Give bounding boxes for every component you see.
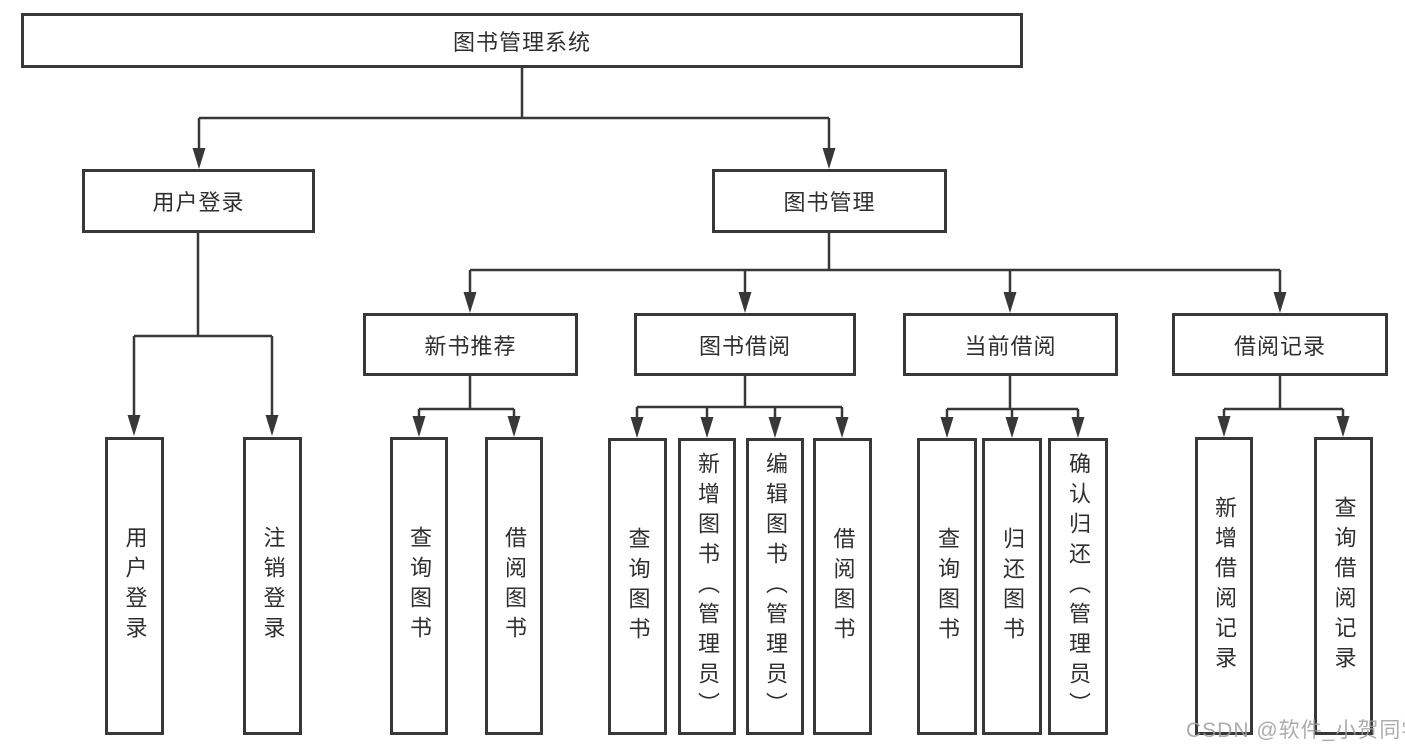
node-current-borrow: 当前借阅 <box>903 313 1118 376</box>
node-rec-query-books: 查询图书 <box>390 437 448 735</box>
node-borrow-edit-books-admin: 编辑图书（管理员） <box>746 438 804 735</box>
node-borrow-query-books: 查询图书 <box>608 438 667 735</box>
node-current-query-books: 查询图书 <box>917 438 977 735</box>
node-current-return-books: 归还图书 <box>982 438 1042 735</box>
node-borrow-add-books-admin: 新增图书（管理员） <box>678 438 736 735</box>
node-login-logout: 注销登录 <box>243 437 302 735</box>
node-records-query-record: 查询借阅记录 <box>1314 437 1373 735</box>
node-records-add-record: 新增借阅记录 <box>1195 437 1253 735</box>
node-user-login: 用户登录 <box>82 169 315 233</box>
node-rec-borrow-books: 借阅图书 <box>485 437 543 735</box>
node-borrow-records: 借阅记录 <box>1172 313 1388 376</box>
watermark-text: CSDN @软件_小贺同学 <box>1186 719 1405 742</box>
arrowheads <box>127 148 1350 438</box>
node-library-system: 图书管理系统 <box>21 13 1023 68</box>
node-login-user-login: 用户登录 <box>105 437 164 735</box>
node-new-book-recommend: 新书推荐 <box>363 313 578 376</box>
node-borrow-borrow-books: 借阅图书 <box>813 438 872 735</box>
node-book-management: 图书管理 <box>712 169 947 233</box>
node-current-confirm-return-admin: 确认归还（管理员） <box>1048 438 1108 735</box>
node-book-borrow: 图书借阅 <box>634 313 856 376</box>
